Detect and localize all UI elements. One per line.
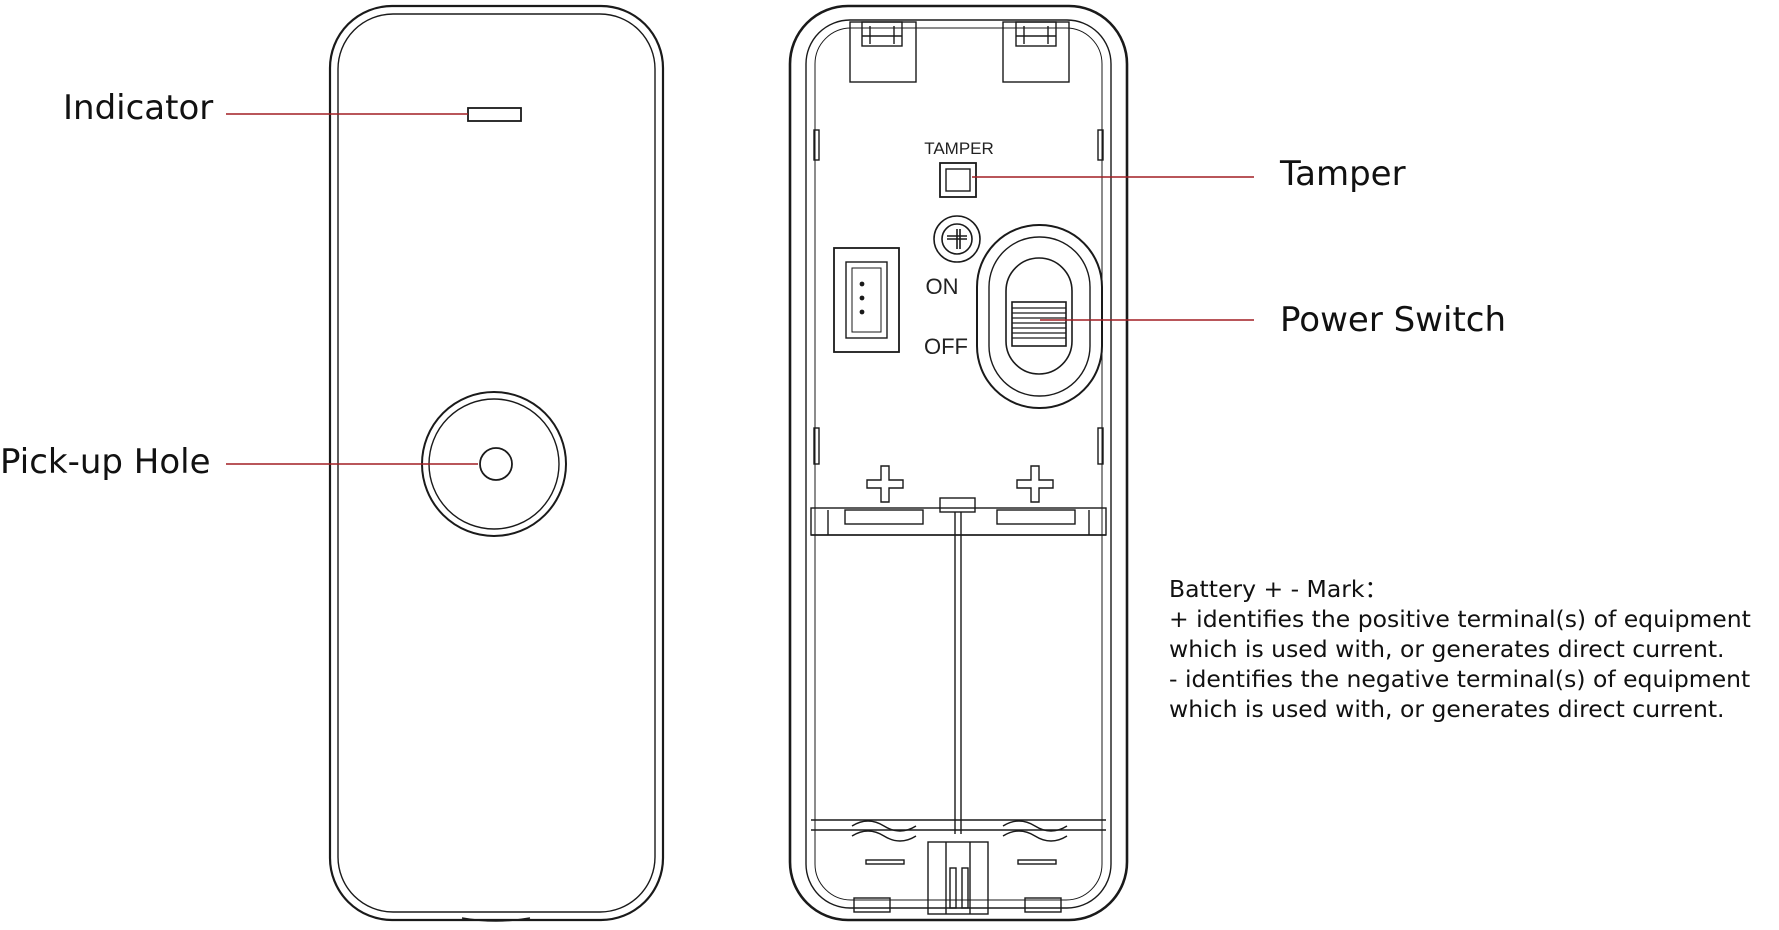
tamper-callout-label: Tamper (1280, 154, 1406, 194)
plus-symbol-right (1016, 465, 1054, 503)
battery-spring-row-bottom (811, 819, 1106, 842)
off-label: OFF (924, 334, 968, 359)
battery-mark-notes: Battery + - Mark： + identifies the posit… (1169, 574, 1751, 724)
minus-symbol-left (865, 859, 905, 865)
back-view (788, 4, 1129, 922)
indicator-callout-label: Indicator (63, 88, 214, 128)
front-housing-outer (328, 4, 665, 922)
battery-mark-title: Battery + - Mark： (1169, 575, 1389, 603)
battery-mark-line: - identifies the negative terminal(s) of… (1169, 665, 1751, 693)
tamper-part-label: TAMPER (924, 139, 994, 158)
front-housing-inner (337, 13, 656, 913)
battery-mark-line: + identifies the positive terminal(s) of… (1169, 605, 1751, 633)
bottom-latch (927, 841, 989, 915)
power-switch-housing-inner (988, 236, 1091, 397)
top-clip-right (1002, 21, 1070, 83)
pickup-hole-callout-label: Pick-up Hole (0, 442, 211, 482)
power-switch-knob (1011, 301, 1067, 347)
back-housing-outer (788, 4, 1129, 922)
bottom-foot-right (1024, 897, 1062, 913)
indicator-led (467, 107, 522, 122)
tamper-button-inner (945, 168, 971, 192)
power-switch-slot (1005, 257, 1073, 375)
leader-lines (226, 113, 1254, 465)
back-housing-inner (805, 19, 1112, 909)
tamper-button-outer (939, 162, 977, 198)
pickup-hole (479, 447, 513, 481)
connector-port (833, 247, 900, 353)
battery-terminal-row-top (810, 497, 1107, 536)
front-bottom-notch (461, 917, 531, 922)
minus-symbol-right (1017, 859, 1057, 865)
battery-mark-line: which is used with, or generates direct … (1169, 635, 1725, 663)
bottom-foot-left (853, 897, 891, 913)
on-label: ON (926, 274, 959, 299)
side-ribs (813, 129, 1104, 465)
connector-pins (859, 281, 865, 315)
screw-icon (933, 215, 981, 263)
power-switch-housing-outer (976, 224, 1103, 409)
top-clip-left (849, 21, 917, 83)
back-housing-cavity (814, 27, 1103, 901)
plus-symbol-left (866, 465, 904, 503)
power-switch-callout-label: Power Switch (1280, 300, 1507, 340)
battery-mark-line: which is used with, or generates direct … (1169, 695, 1725, 723)
battery-divider (954, 512, 962, 834)
